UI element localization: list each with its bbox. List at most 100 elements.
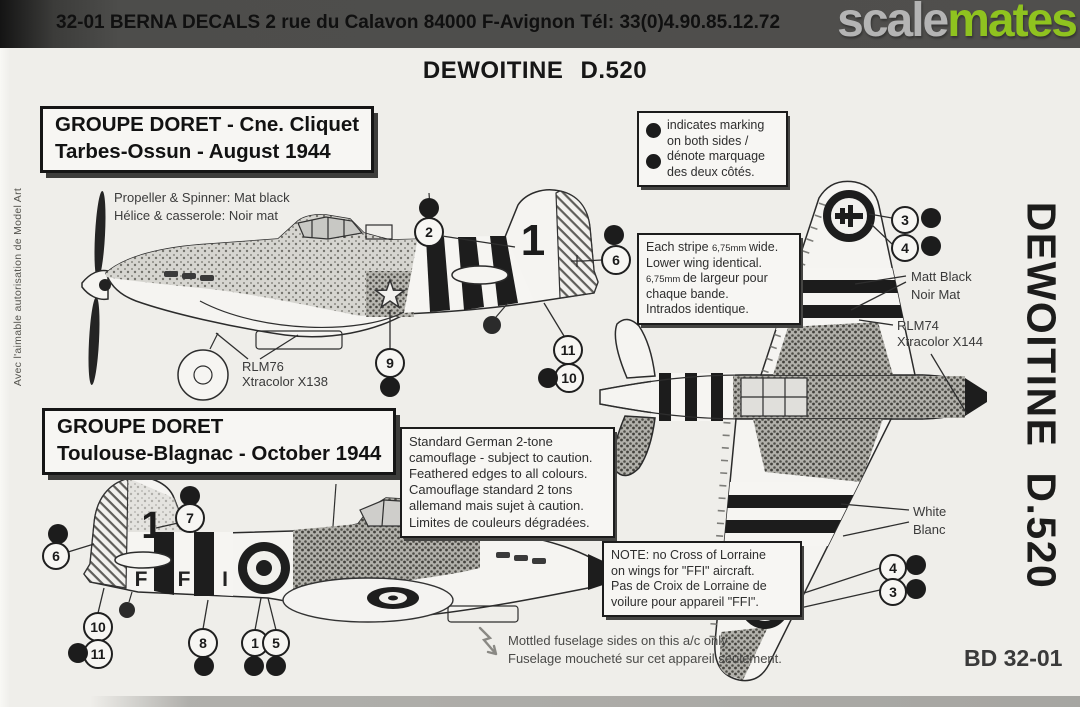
scan-edge <box>0 48 10 707</box>
svg-text:11: 11 <box>91 646 106 662</box>
svg-text:Noir Mat: Noir Mat <box>911 287 961 302</box>
stripe-note-line: Each stripe 6,75mm wide. <box>646 240 779 254</box>
both-sides-dot-icon <box>646 123 661 138</box>
ffi-note-line: on wings for "FFI" aircraft. <box>611 563 755 578</box>
wing <box>282 577 454 623</box>
scheme1-title-line1: GROUPE DORET - Cne. Cliquet <box>55 113 360 136</box>
tail-number: 1 <box>521 216 545 265</box>
callout-8: 8 <box>188 599 218 676</box>
ffi-note-line: voilure pour appareil "FFI". <box>611 594 759 609</box>
legend-line: on both sides / <box>667 133 749 148</box>
svg-text:Blanc: Blanc <box>913 522 946 537</box>
canopy-top <box>740 377 808 417</box>
propeller-note: Propeller & Spinner: Mat black Hélice & … <box>114 189 290 224</box>
camo-note-line: allemand mais sujet à caution. <box>409 498 584 514</box>
mottle-note: Mottled fuselage sides on this a/c only.… <box>508 632 782 667</box>
paint-callout-rlm76: RLM76 Xtracolor X138 <box>215 332 328 389</box>
svg-text:8: 8 <box>199 635 207 651</box>
camouflage-mottle <box>106 214 420 316</box>
legend-line: des deux côtés. <box>667 164 755 179</box>
publisher-address: 32-01 BERNA DECALS 2 rue du Calavon 8400… <box>56 12 781 33</box>
mottle-note-en: Mottled fuselage sides on this a/c only. <box>508 633 731 648</box>
canopy <box>297 216 393 240</box>
aircraft-profile-1: 1 2 6 9 11 10 <box>81 189 631 401</box>
propeller <box>81 191 111 385</box>
callout-7: 7 <box>155 486 205 533</box>
wing-root-line <box>199 300 405 328</box>
tailplane <box>451 265 509 285</box>
label-white: White Blanc <box>840 503 946 537</box>
site-banner: 32-01 BERNA DECALS 2 rue du Calavon 8400… <box>0 0 1080 48</box>
scalemates-logo[interactable]: scalemates <box>837 0 1078 48</box>
svg-text:9: 9 <box>386 355 394 371</box>
page-title: DEWOITINE D.520 <box>422 57 648 84</box>
ffi-note-box: NOTE: no Cross of Lorraine on wings for … <box>602 541 802 617</box>
sheet-code: BD 32-01 <box>964 645 1063 671</box>
svg-text:Xtracolor X138: Xtracolor X138 <box>242 374 328 389</box>
credit-vertical-text: Avec l'aimable autorisation de Model Art <box>12 187 24 387</box>
logo-part-mates: mates <box>947 0 1078 47</box>
svg-text:10: 10 <box>90 619 106 635</box>
tailplane <box>114 551 172 569</box>
svg-text:5: 5 <box>272 635 280 651</box>
ffi-note-line: Pas de Croix de Lorraine de <box>611 579 767 593</box>
stripe-note-line: chaque bande. <box>646 286 729 301</box>
both-sides-dot-icon <box>646 154 661 169</box>
scheme1-title-line2: Tarbes-Ossun - August 1944 <box>55 139 331 163</box>
label-rlm74: RLM74 Xtracolor X144 <box>858 318 983 415</box>
scheme1-heading-box: GROUPE DORET - Cne. Cliquet Tarbes-Ossun… <box>40 106 375 174</box>
svg-text:2: 2 <box>425 224 433 240</box>
scheme2-heading-box: GROUPE DORET Toulouse-Blagnac - October … <box>42 408 397 476</box>
label-matt-black: Matt Black Noir Mat <box>850 269 972 311</box>
exhausts <box>496 552 546 564</box>
tail-wheel <box>483 302 509 334</box>
callout-10-11: 10 11 <box>68 587 113 669</box>
svg-text:7: 7 <box>186 510 194 526</box>
camo-note-line: Camouflage standard 2 tons <box>409 482 573 498</box>
mottle-arrow-icon <box>478 626 498 656</box>
svg-text:RLM74: RLM74 <box>897 318 939 333</box>
legend-line: dénote marquage <box>667 149 765 163</box>
scheme2-title-line2: Toulouse-Blagnac - October 1944 <box>57 441 382 465</box>
legend-line: indicates marking <box>667 118 765 132</box>
code-letter-f1: F <box>135 568 148 591</box>
logo-part-scale: scale <box>837 0 949 47</box>
svg-text:6: 6 <box>52 548 60 564</box>
tail-cross-marker <box>571 255 583 267</box>
ffi-note-line: NOTE: no Cross of Lorraine <box>611 548 766 562</box>
svg-text:4: 4 <box>901 240 909 256</box>
svg-text:1: 1 <box>251 635 259 651</box>
fuselage-roundel <box>238 542 290 594</box>
svg-text:RLM76: RLM76 <box>242 359 284 374</box>
stripe-note-box: Each stripe 6,75mm wide. Lower wing iden… <box>637 233 801 325</box>
antenna-mast <box>332 483 337 527</box>
callout-11-10: 11 10 <box>538 302 584 393</box>
spinner-top <box>965 378 987 416</box>
side-title-vertical: DEWOITINE D.520 <box>1018 201 1065 590</box>
callout-9: 9 <box>375 310 405 397</box>
stripe-note-line: Lower wing identical. <box>646 255 763 270</box>
tail-wheel <box>119 591 135 618</box>
callout-top-3-4: 3 4 <box>868 206 941 262</box>
scheme2-title-line1: GROUPE DORET <box>57 415 224 438</box>
code-letter-f2: F <box>178 568 191 591</box>
camo-note-line: Standard German 2-tone <box>409 434 553 449</box>
radiator <box>255 330 343 350</box>
radiator <box>447 605 519 623</box>
camo-note-line: Feathered edges to all colours. <box>409 466 588 482</box>
tail-number: 1 <box>141 505 162 547</box>
main-wheel <box>177 332 229 401</box>
callout-1-5: 1 5 <box>241 597 290 676</box>
callout-6: 6 <box>42 524 95 570</box>
svg-text:White: White <box>913 504 946 519</box>
stripe-note-line: 6,75mm de largeur pour <box>646 271 768 285</box>
svg-text:Matt Black: Matt Black <box>911 269 972 284</box>
svg-text:4: 4 <box>889 560 897 576</box>
svg-text:6: 6 <box>612 252 620 268</box>
svg-text:3: 3 <box>901 212 909 228</box>
aircraft-top-view: 3 4 Matt Black Noir Mat RLM74 Xtracolor … <box>599 180 987 682</box>
propeller-note-en: Propeller & Spinner: Mat black <box>114 190 290 205</box>
exhausts <box>164 271 214 281</box>
fin-mottle <box>128 478 188 534</box>
